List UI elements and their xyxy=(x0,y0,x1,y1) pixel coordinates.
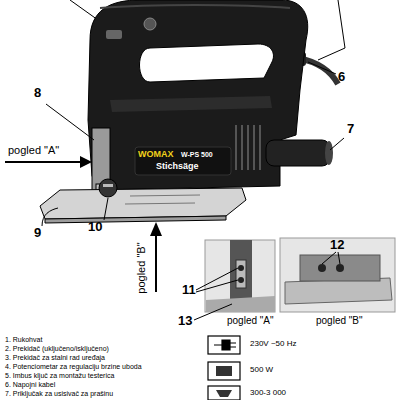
brand-logo: WOMAX xyxy=(138,150,174,160)
callout-number: 10 xyxy=(88,220,102,234)
tool-name: Stichsäge xyxy=(156,162,199,172)
callout-number: 6 xyxy=(338,70,345,84)
legend-item: 1. Rukohvat xyxy=(5,336,42,344)
legend-item: 7. Priključak za usisivač za prašinu xyxy=(5,390,113,398)
view-label: pogled "B" xyxy=(135,242,147,293)
view-label: pogled "B" xyxy=(316,315,363,326)
legend-item: 3. Prekidač za stalni rad uređaja xyxy=(5,354,105,362)
callout-number: 8 xyxy=(34,86,41,100)
legend-item: 2. Prekidač (uključeno/isključeno) xyxy=(5,345,109,353)
legend-item: 5. Imbus ključ za montažu testerica xyxy=(5,372,114,380)
spec-value: 500 W xyxy=(250,366,273,375)
spec-value: 230V ~50 Hz xyxy=(250,340,296,349)
spec-value: 300-3 000 xyxy=(250,389,286,398)
callout-number: 12 xyxy=(330,238,344,252)
view-label: pogled "A" xyxy=(8,144,59,156)
callout-number: 11 xyxy=(182,283,196,297)
callout-number: 9 xyxy=(34,226,41,240)
model-name: W-PS 500 xyxy=(181,151,213,159)
legend-item: 6. Napojni kabel xyxy=(5,381,55,389)
callout-number: 13 xyxy=(178,314,192,328)
view-label: pogled "A" xyxy=(227,315,274,326)
legend-item: 4. Potenciometar za regulaciju brzine ub… xyxy=(5,363,142,371)
callout-number: 7 xyxy=(347,122,354,136)
